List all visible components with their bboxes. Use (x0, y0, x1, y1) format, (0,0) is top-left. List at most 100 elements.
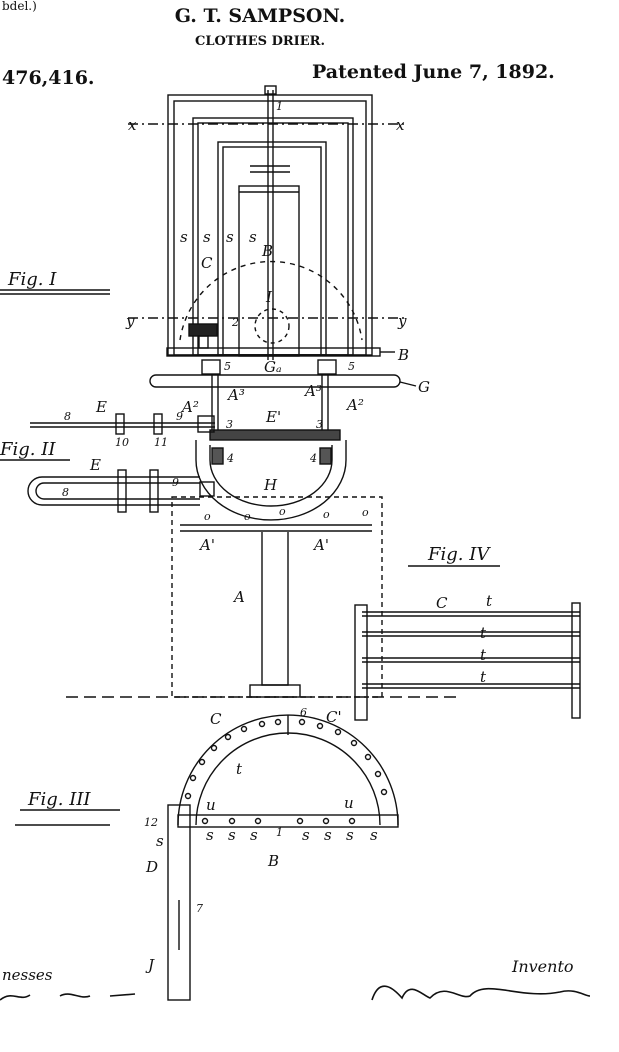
arm-loop-outer (27, 476, 200, 506)
label-A2-left: A² (180, 398, 199, 416)
leader-G (399, 381, 417, 387)
label-G: G (418, 378, 430, 396)
label-E-lower: E (89, 456, 101, 474)
arm-loop-socket (199, 481, 215, 497)
label-10: 10 (115, 436, 129, 449)
label-11: 11 (154, 436, 168, 449)
label-u-right: u (344, 794, 354, 812)
label-t-fig3: t (236, 760, 243, 778)
label-A1-right: A' (312, 536, 329, 554)
label-B-fig1: B (261, 242, 273, 260)
label-9-upper: 9 (176, 410, 183, 423)
label-2: 2 (231, 316, 239, 329)
figure-3-label: Fig. III (27, 789, 91, 810)
label-I: I (265, 288, 273, 306)
patent-number: 476,416. (2, 67, 95, 89)
arm-clip-11 (153, 413, 163, 435)
dashed-enclosure (171, 496, 383, 698)
spindle-cap (264, 85, 277, 95)
thumbscrew-head (188, 323, 218, 337)
rack-post-right (571, 602, 581, 719)
arm-D (167, 804, 191, 1001)
label-s-3: s (226, 228, 234, 246)
label-o-1: o (204, 510, 211, 523)
label-5-left: 5 (224, 360, 231, 373)
label-A3-left: A³ (226, 386, 245, 404)
label-1-fig3: 1 (276, 826, 283, 839)
pedestal-drawing (66, 496, 460, 698)
label-s-2: s (203, 228, 211, 246)
label-4-left: 4 (226, 452, 234, 465)
yoke-outer (195, 440, 347, 521)
label-A1-left: A' (198, 536, 215, 554)
label-s-fig3-b: s (228, 826, 236, 844)
swing-arc (179, 260, 363, 341)
header: bdel.) G. T. SAMPSON. CLOTHES DRIER. 476… (2, 0, 555, 89)
arm-clip-10 (115, 413, 125, 435)
figure-label-underlines (0, 289, 500, 826)
arc-base-bar (177, 814, 399, 828)
inventor-fragment: Invento (511, 957, 574, 976)
label-A: A (232, 588, 245, 606)
label-o-3: o (279, 505, 286, 518)
pedestal-foot (249, 684, 301, 698)
figure-4-label: Fig. IV (427, 544, 491, 565)
thumbscrew-shank (198, 335, 209, 349)
arm-loop-inner (35, 482, 200, 500)
inventor-name: G. T. SAMPSON. (175, 5, 346, 27)
label-5-right: 5 (348, 360, 355, 373)
label-12: 12 (144, 816, 158, 829)
label-s-fig3-e: s (324, 826, 332, 844)
pedestal-column (261, 532, 289, 686)
yoke-inner (209, 445, 333, 507)
patented-date: Patented June 7, 1892. (312, 61, 555, 83)
label-D: D (145, 858, 158, 876)
section-label-y-left: y (125, 312, 135, 330)
label-C-fig4: C (436, 594, 448, 612)
figure-2-label: Fig. II (0, 439, 56, 460)
figure-1-label: Fig. I (7, 269, 57, 290)
hub-circle (254, 308, 290, 344)
label-s-fig3-left: s (156, 832, 164, 850)
witness-signature (0, 993, 136, 1001)
arm-loop-clip-2 (149, 469, 159, 513)
label-Ga: Gₐ (264, 358, 282, 376)
label-E-upper: E (95, 398, 107, 416)
label-B-fig3: B (267, 852, 279, 870)
label-t-4: t (480, 668, 487, 686)
label-o-4: o (323, 508, 330, 521)
label-o-5: o (362, 506, 369, 519)
label-s-fig3-a: s (206, 826, 214, 844)
label-C-fig3: C (210, 710, 222, 728)
section-label-x-right: x (396, 116, 405, 134)
label-3-right: 3 (316, 418, 323, 431)
spring-left (211, 447, 224, 465)
label-s-fig3-c: s (250, 826, 258, 844)
figure-3-drawing (167, 714, 399, 1001)
inventor-signature (371, 985, 591, 1001)
label-9-lower: 9 (172, 476, 179, 489)
label-4-right: 4 (309, 452, 317, 465)
label-A3-right: A³ (303, 382, 322, 400)
arc-holes (184, 718, 388, 825)
label-1-top: 1 (276, 100, 283, 113)
label-6: 6 (300, 706, 307, 719)
inner-support (238, 185, 300, 357)
label-B-plate: B (397, 346, 409, 364)
label-s-fig3-g: s (370, 826, 378, 844)
label-7: 7 (196, 902, 203, 915)
label-8-upper: 8 (64, 410, 71, 423)
label-E1: E' (265, 408, 281, 426)
section-label-x-left: x (128, 116, 137, 134)
label-u-left: u (206, 796, 216, 814)
label-C-fig1: C (201, 254, 213, 272)
label-J: J (145, 956, 155, 974)
label-A2-right: A² (345, 396, 364, 414)
label-3-left: 3 (226, 418, 233, 431)
corner-fragment: bdel.) (2, 0, 37, 13)
bracket-right (317, 359, 337, 375)
frame-3-inner (222, 146, 322, 356)
spring-right (319, 447, 332, 465)
label-C1: C' (326, 708, 342, 726)
